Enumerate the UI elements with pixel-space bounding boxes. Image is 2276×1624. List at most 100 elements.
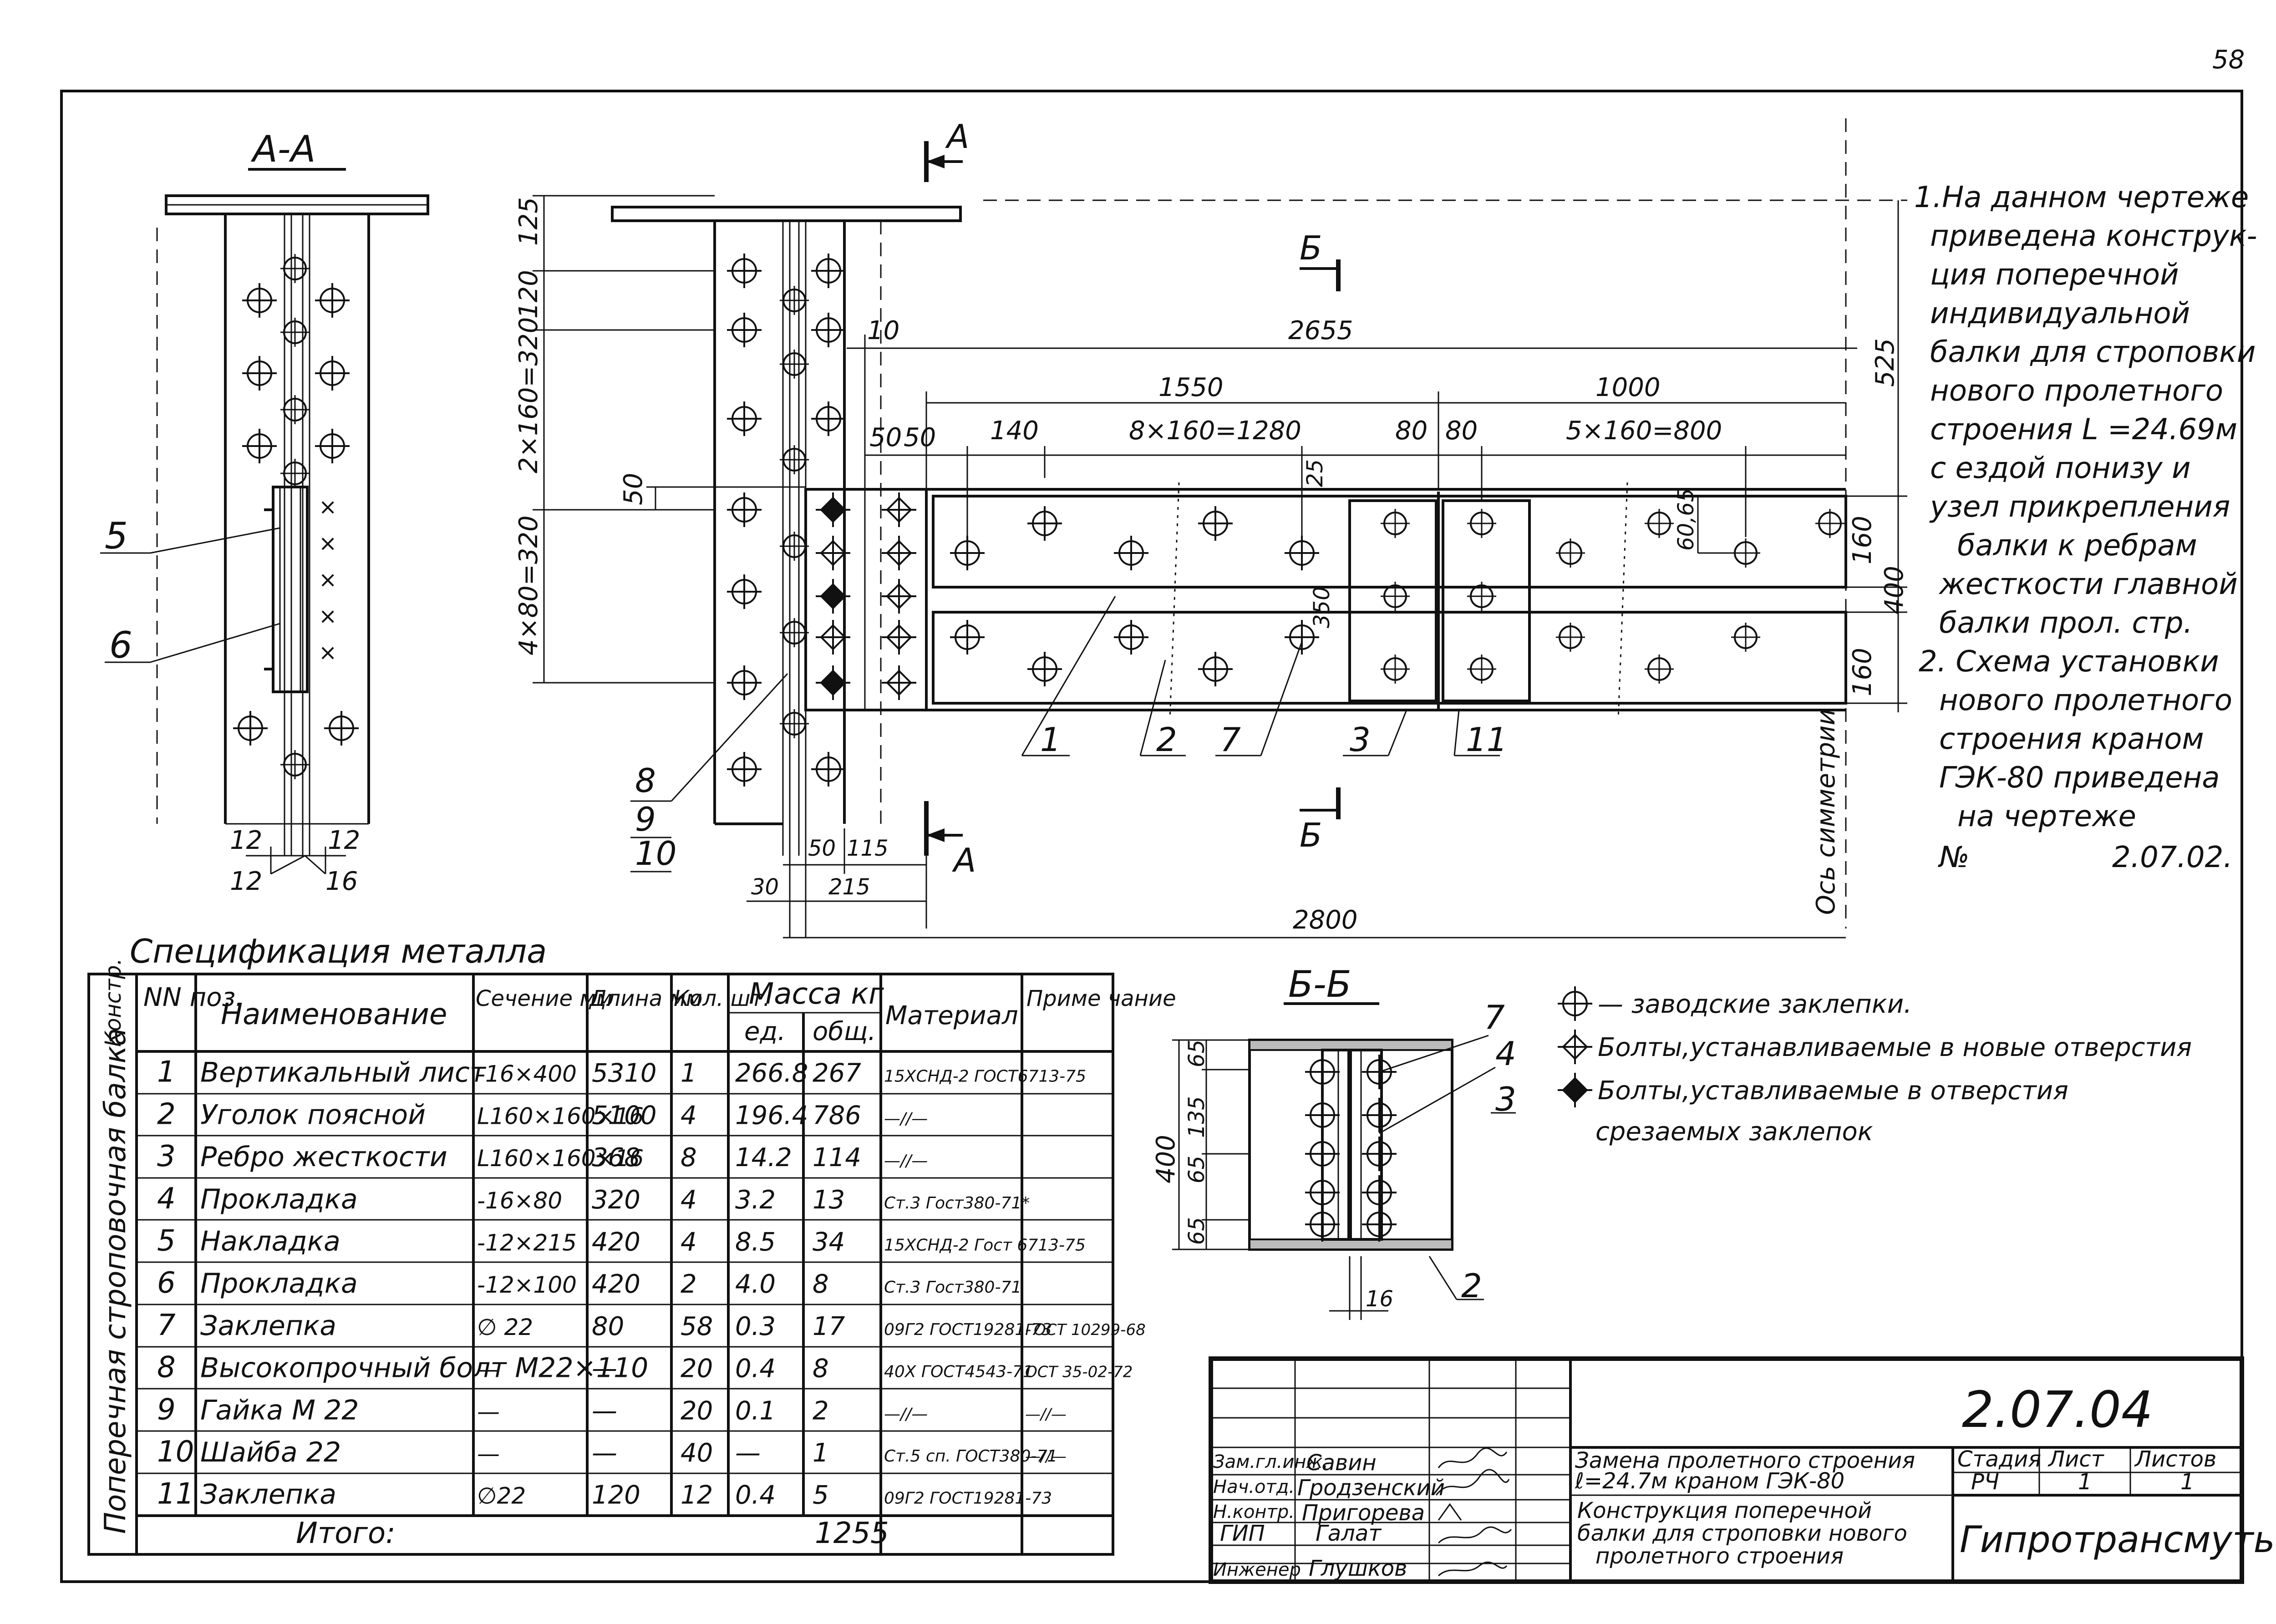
svg-text:8×160=1280: 8×160=1280: [1129, 416, 1301, 446]
spec-cell-length: 420: [592, 1228, 640, 1257]
main-dimensions: 125 120 2×160=320 4×80=320 50 10 2655 52…: [514, 195, 1909, 939]
spec-cell-section: -16×400: [477, 1061, 577, 1087]
spec-cell-total: 267: [813, 1059, 861, 1088]
spec-cell-total: 1: [813, 1438, 829, 1468]
header-note: Приме чание: [1026, 986, 1176, 1011]
spec-cell-pos: 6: [157, 1266, 176, 1300]
svg-text:Савин: Савин: [1306, 1450, 1377, 1476]
spec-cell-unit: 0.1: [735, 1396, 776, 1426]
svg-text:10: 10: [867, 316, 899, 345]
svg-text:жесткости главной: жесткости главной: [1938, 568, 2238, 601]
spec-cell-qty: 4: [681, 1185, 697, 1215]
svg-text:50: 50: [619, 473, 648, 505]
cut-b-bottom-label: Б: [1300, 816, 1322, 854]
svg-text:2×160=320: 2×160=320: [514, 317, 544, 473]
svg-text:Замена пролетного строения: Замена пролетного строения: [1575, 1448, 1915, 1473]
svg-text:65: 65: [1184, 1217, 1209, 1245]
bb-label-2: 2: [1461, 1267, 1482, 1305]
spec-cell-qty: 20: [681, 1354, 713, 1384]
svg-text:Болты,устанавливаемые в новые: Болты,устанавливаемые в новые отверстия: [1598, 1033, 2192, 1062]
legend: — заводские заклепки. Болты,устанавливае…: [1557, 985, 2192, 1147]
svg-text:строения L =24.69м: строения L =24.69м: [1930, 413, 2237, 447]
spec-cell-name: Высокопрочный болт М22×110: [200, 1352, 648, 1384]
spec-cell-name: Накладка: [200, 1226, 340, 1258]
spec-cell-material: —//—: [884, 1152, 928, 1170]
header-name: Наименование: [221, 998, 447, 1031]
spec-cell-length: 5100: [592, 1101, 657, 1130]
total-value: 1255: [815, 1517, 889, 1550]
svg-text:с ездой понизу и: с ездой понизу и: [1930, 452, 2191, 485]
header-mass: Масса кг: [749, 977, 884, 1011]
factory-rivet-icon: [1557, 985, 1593, 1022]
spec-cell-total: 34: [813, 1228, 845, 1257]
svg-text:строения краном: строения краном: [1939, 722, 2204, 756]
svg-text:12: 12: [230, 826, 262, 855]
signature-2: [1435, 1469, 1510, 1496]
svg-text:нового пролетного: нового пролетного: [1939, 684, 2232, 717]
spec-cell-qty: 58: [681, 1312, 713, 1341]
spec-cell-name: Ребро жесткости: [200, 1141, 447, 1173]
spec-cell-material: Ст.3 Гост380-71: [884, 1278, 1021, 1297]
svg-text:приведена конструк-: приведена конструк-: [1930, 219, 2257, 253]
svg-text:525: 525: [1870, 338, 1900, 387]
svg-text:балки к ребрам: балки к ребрам: [1957, 529, 2197, 563]
spec-cell-material: Ст.5 сп. ГОСТ380-71: [884, 1447, 1057, 1466]
spec-cell-unit: 3.2: [735, 1185, 776, 1215]
main-beam-view: А А Б Б: [514, 117, 1909, 939]
svg-text:2: 2: [1156, 721, 1177, 759]
svg-text:160: 160: [1848, 516, 1877, 564]
svg-text:125: 125: [514, 197, 544, 246]
cut-b-top-label: Б: [1300, 229, 1322, 267]
svg-text:×: ×: [319, 531, 337, 556]
svg-text:ГИП: ГИП: [1220, 1521, 1265, 1546]
svg-text:балки прол. стр.: балки прол. стр.: [1939, 606, 2193, 640]
svg-text:10: 10: [635, 834, 677, 873]
spec-cell-name: Прокладка: [200, 1268, 358, 1299]
spec-cell-material: —//—: [884, 1405, 928, 1423]
spec-cell-length: 120: [592, 1481, 640, 1510]
spec-cell-note: ОСТ 35-02-72: [1025, 1363, 1133, 1381]
spec-cell-length: —: [592, 1438, 617, 1468]
header-pos: NN поз.: [143, 983, 244, 1012]
spec-cell-name: Уголок поясной: [200, 1099, 426, 1131]
spec-cell-qty: 12: [681, 1481, 713, 1510]
svg-text:нового пролетного: нового пролетного: [1930, 374, 2223, 408]
drawing-number: 2.07.04: [1962, 1380, 2153, 1439]
spec-row-lines: [137, 1093, 1113, 1474]
section-bb-title: Б-Б: [1288, 963, 1351, 1005]
spec-cell-section: ∅22: [477, 1483, 526, 1509]
spec-cell-note: —//—: [1025, 1447, 1067, 1466]
section-aa: А-А ×× ×× × 12 12 12 16: [100, 128, 429, 896]
svg-text:2. Схема установки: 2. Схема установки: [1919, 645, 2219, 679]
spec-cell-pos: 5: [157, 1224, 176, 1258]
cut-rivet-bolt-icon: [1557, 1072, 1593, 1108]
svg-text:135: 135: [1184, 1096, 1209, 1138]
spec-cell-section: -12×215: [477, 1230, 577, 1256]
svg-text:400: 400: [1151, 1135, 1181, 1183]
svg-text:Гродзенский: Гродзенский: [1297, 1475, 1445, 1501]
svg-text:115: 115: [847, 836, 889, 861]
svg-text:Инженер: Инженер: [1213, 1559, 1301, 1580]
spec-cell-total: 5: [813, 1481, 829, 1510]
svg-text:узел прикрепления: узел прикрепления: [1929, 490, 2230, 524]
spec-cell-length: 420: [592, 1269, 640, 1299]
spec-cell-material: 40Х ГОСТ4543-71: [884, 1363, 1033, 1381]
spec-cell-name: Вертикальный лист: [200, 1057, 487, 1089]
spec-cell-unit: 196.4: [735, 1101, 808, 1130]
svg-text:Зам.гл.инж.: Зам.гл.инж.: [1213, 1451, 1328, 1472]
svg-text:120: 120: [514, 270, 544, 319]
spec-cell-unit: 14.2: [735, 1143, 792, 1172]
svg-text:№: №: [1938, 841, 1970, 874]
spec-cell-name: Гайка М 22: [200, 1394, 359, 1426]
header-constr: Констр.: [101, 958, 126, 1047]
svg-text:Нач.отд.: Нач.отд.: [1213, 1477, 1295, 1497]
svg-text:65: 65: [1184, 1040, 1209, 1067]
svg-text:50: 50: [869, 423, 902, 452]
header-material: Материал: [885, 1001, 1018, 1030]
svg-text:Конструкция поперечной: Конструкция поперечной: [1577, 1498, 1872, 1523]
spec-cell-material: Ст.3 Гост380-71*: [884, 1194, 1030, 1213]
spec-cell-material: 15ХСНД-2 ГОСТ6713-75: [884, 1067, 1086, 1086]
group-label: Поперечная строповочная балка: [99, 1028, 132, 1534]
header-unit: ед.: [744, 1017, 786, 1046]
